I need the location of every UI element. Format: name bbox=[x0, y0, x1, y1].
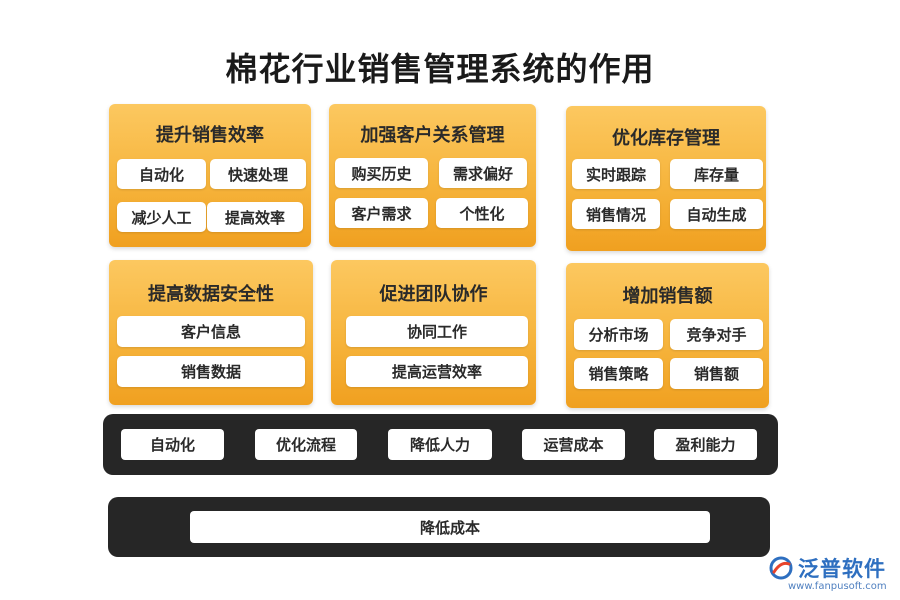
brand-url: www.fanpusoft.com bbox=[788, 581, 887, 592]
chip: 实时跟踪 bbox=[572, 159, 660, 189]
chip: 销售策略 bbox=[574, 358, 663, 389]
card-title: 增加销售额 bbox=[622, 286, 713, 307]
card-data-security: 提高数据安全性 客户信息 销售数据 bbox=[109, 260, 313, 405]
chip: 个性化 bbox=[436, 198, 528, 228]
chip: 自动生成 bbox=[670, 199, 763, 229]
card-title: 促进团队协作 bbox=[379, 284, 488, 305]
benefit-chip: 盈利能力 bbox=[654, 429, 757, 460]
chip: 自动化 bbox=[117, 159, 206, 189]
chip: 协同工作 bbox=[346, 316, 528, 347]
chip: 分析市场 bbox=[574, 319, 663, 350]
chip: 购买历史 bbox=[335, 158, 428, 188]
chip: 销售数据 bbox=[117, 356, 305, 387]
chip: 客户信息 bbox=[117, 316, 305, 347]
chip: 销售情况 bbox=[572, 199, 660, 229]
benefit-chip: 自动化 bbox=[121, 429, 224, 460]
card-increase-sales: 增加销售额 分析市场 竞争对手 销售策略 销售额 bbox=[566, 263, 769, 408]
chip: 快速处理 bbox=[210, 159, 306, 189]
chip: 提高效率 bbox=[207, 202, 303, 232]
card-inventory-management: 优化库存管理 实时跟踪 库存量 销售情况 自动生成 bbox=[566, 106, 766, 251]
benefit-chip: 降低人力 bbox=[388, 429, 492, 460]
chip: 客户需求 bbox=[335, 198, 428, 228]
brand-logo: 泛普软件 bbox=[768, 553, 886, 583]
card-improve-sales-efficiency: 提升销售效率 自动化 快速处理 减少人工 提高效率 bbox=[109, 104, 311, 247]
brand-logo-text: 泛普软件 bbox=[798, 557, 886, 581]
chip: 库存量 bbox=[670, 159, 763, 189]
diagram-title: 棉花行业销售管理系统的作用 bbox=[225, 50, 655, 88]
bottom-bar: 降低成本 bbox=[108, 497, 770, 557]
chip: 销售额 bbox=[670, 358, 763, 389]
chip: 竞争对手 bbox=[670, 319, 763, 350]
benefits-bar: 自动化 优化流程 降低人力 运营成本 盈利能力 bbox=[103, 414, 778, 475]
card-customer-relationship: 加强客户关系管理 购买历史 需求偏好 客户需求 个性化 bbox=[329, 104, 536, 247]
chip: 减少人工 bbox=[117, 202, 206, 232]
chip: 提高运营效率 bbox=[346, 356, 528, 387]
card-team-collaboration: 促进团队协作 协同工作 提高运营效率 bbox=[331, 260, 536, 405]
card-title: 优化库存管理 bbox=[612, 128, 720, 149]
chip: 需求偏好 bbox=[439, 158, 527, 188]
card-title: 提高数据安全性 bbox=[148, 284, 274, 305]
card-title: 加强客户关系管理 bbox=[360, 125, 505, 146]
card-title: 提升销售效率 bbox=[156, 125, 264, 146]
brand-logo-icon bbox=[769, 556, 793, 580]
bottom-chip: 降低成本 bbox=[190, 511, 710, 543]
benefit-chip: 运营成本 bbox=[522, 429, 625, 460]
benefit-chip: 优化流程 bbox=[255, 429, 357, 460]
